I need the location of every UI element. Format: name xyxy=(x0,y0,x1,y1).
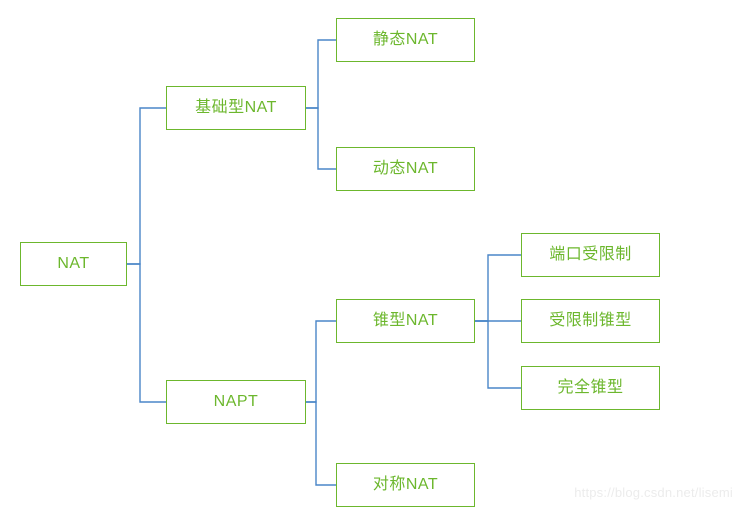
node-label-nat: NAT xyxy=(57,255,90,272)
connector-cone-nat-to-full-cone xyxy=(474,320,522,389)
connector-napt-to-cone-nat xyxy=(305,320,337,403)
connector-napt-to-symmetric-nat xyxy=(305,401,337,486)
node-label-restricted-cone: 受限制锥型 xyxy=(549,312,632,329)
connector-basic-nat-to-dynamic-nat xyxy=(305,107,337,170)
node-symmetric-nat[interactable]: 对称NAT xyxy=(336,463,475,507)
node-label-cone-nat: 锥型NAT xyxy=(372,312,439,329)
node-label-napt: NAPT xyxy=(213,393,259,410)
node-napt[interactable]: NAPT xyxy=(166,380,306,424)
watermark-text: https://blog.csdn.net/lisemi xyxy=(574,485,733,500)
node-label-port-restricted: 端口受限制 xyxy=(549,246,632,263)
node-basic-nat[interactable]: 基础型NAT xyxy=(166,86,306,130)
node-label-full-cone: 完全锥型 xyxy=(557,379,624,396)
node-static-nat[interactable]: 静态NAT xyxy=(336,18,475,62)
connector-basic-nat-to-static-nat xyxy=(305,39,337,109)
node-label-basic-nat: 基础型NAT xyxy=(195,99,277,116)
connector-nat-to-napt xyxy=(126,263,167,403)
node-cone-nat[interactable]: 锥型NAT xyxy=(336,299,475,343)
connector-cone-nat-to-port-restricted xyxy=(474,254,522,322)
node-label-symmetric-nat: 对称NAT xyxy=(372,476,439,493)
node-port-restricted[interactable]: 端口受限制 xyxy=(521,233,660,277)
connector-nat-to-basic-nat xyxy=(126,107,167,265)
node-label-dynamic-nat: 动态NAT xyxy=(372,160,439,177)
node-full-cone[interactable]: 完全锥型 xyxy=(521,366,660,410)
node-label-static-nat: 静态NAT xyxy=(372,31,439,48)
node-dynamic-nat[interactable]: 动态NAT xyxy=(336,147,475,191)
node-nat[interactable]: NAT xyxy=(20,242,127,286)
node-restricted-cone[interactable]: 受限制锥型 xyxy=(521,299,660,343)
